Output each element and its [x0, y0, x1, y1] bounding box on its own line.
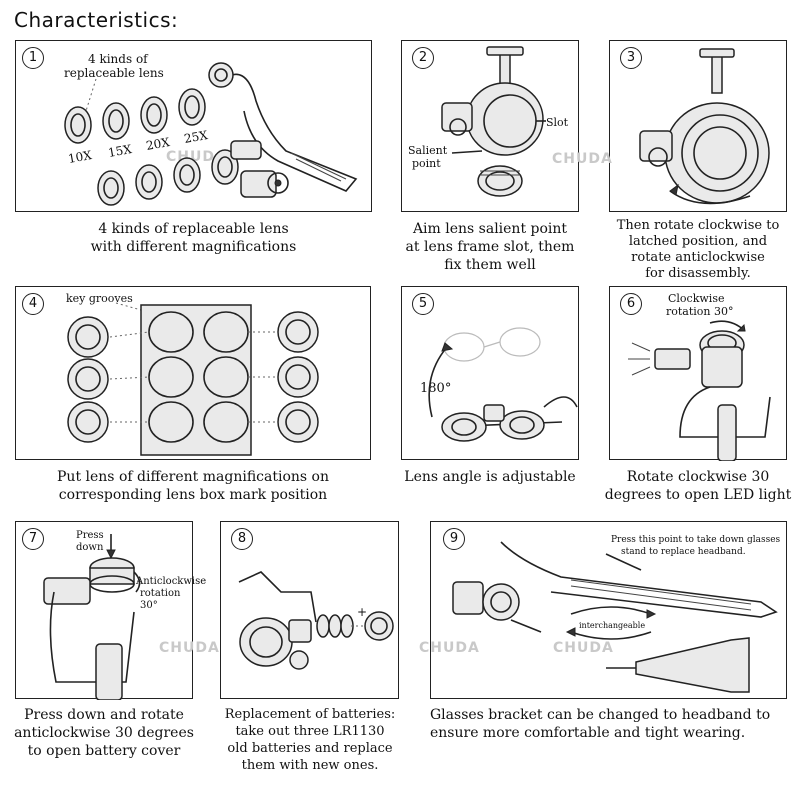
caption-1-line1: 4 kinds of replaceable lens: [98, 221, 289, 237]
caption-2-line1: Aim lens salient point: [412, 221, 568, 237]
caption-2-line2: at lens frame slot, them: [405, 239, 575, 255]
press-point-label-line2: stand to replace headband.: [621, 547, 746, 557]
caption-5: Lens angle is adjustable: [395, 468, 585, 486]
caption-7: Press down and rotate anticlockwise 30 d…: [4, 706, 204, 760]
step-number: 6: [620, 293, 642, 315]
caption-4-line1: Put lens of different magnifications on: [57, 469, 329, 485]
watermark: CHUDA: [553, 640, 614, 656]
battery-cover-illustration: [43, 534, 141, 700]
panel-1: 1 4 kinds of replaceable lens 10X 15X 20…: [15, 40, 372, 212]
caption-9: Glasses bracket can be changed to headba…: [430, 706, 787, 742]
watermark: CHUDA: [159, 640, 220, 656]
caption-3-line1: Then rotate clockwise to: [616, 218, 780, 233]
led-rotate-illustration: [628, 320, 771, 461]
panel-8: 8 CHUDA +: [159, 521, 399, 699]
caption-8-line4: them with new ones.: [241, 758, 379, 773]
watermark: CHUDA: [419, 640, 480, 656]
caption-9-line2: ensure more comfortable and tight wearin…: [430, 725, 746, 741]
caption-2: Aim lens salient point at lens frame slo…: [395, 220, 585, 274]
caption-4: Put lens of different magnifications on …: [15, 468, 371, 504]
anti-label-line2: rotation 30°: [140, 588, 181, 611]
caption-6-line2: degrees to open LED light: [604, 487, 792, 503]
clockwise-label-line1: Clockwise: [668, 292, 725, 305]
battery-replacement-illustration: [238, 571, 394, 670]
plus-label: +: [357, 605, 368, 619]
caption-2-line3: fix them well: [444, 257, 536, 273]
watermark: CHUDA: [552, 151, 613, 167]
lens-angle-illustration: [428, 327, 578, 442]
panel-6: 6 Clockwise rotation 30°: [609, 286, 787, 461]
step-number: 7: [22, 528, 44, 550]
caption-8: Replacement of batteries: take out three…: [210, 706, 410, 774]
press-label-line2: down: [76, 542, 104, 553]
panel-2: 2 Slot Salient point: [401, 40, 579, 212]
panel-5: 5 180°: [401, 286, 579, 460]
slot-label: Slot: [546, 116, 569, 129]
caption-7-line1: Press down and rotate: [24, 707, 184, 723]
caption-5-line1: Lens angle is adjustable: [404, 469, 576, 485]
caption-8-line1: Replacement of batteries:: [224, 707, 396, 722]
step-number: 1: [22, 47, 44, 69]
panel-7: 7 Press down Anticlockwise rotation 30°: [15, 521, 206, 700]
caption-4-line2: corresponding lens box mark position: [58, 487, 328, 503]
key-grooves-label: key grooves: [66, 292, 133, 305]
caption-7-line2: anticlockwise 30 degrees: [14, 725, 194, 741]
caption-6-line1: Rotate clockwise 30: [626, 469, 770, 485]
panel-3: 3 CHUDA: [552, 40, 787, 212]
caption-1-line2: with different magnifications: [90, 239, 297, 255]
step-number: 4: [22, 293, 44, 315]
caption-6: Rotate clockwise 30 degrees to open LED …: [600, 468, 796, 504]
caption-7-line3: to open battery cover: [27, 743, 181, 759]
panel-4: 4 key grooves: [15, 286, 371, 460]
caption-3-line2: latched position, and: [628, 234, 768, 249]
step-number: 9: [443, 528, 465, 550]
step-number: 8: [231, 528, 253, 550]
caption-3-line4: for disassembly.: [645, 266, 751, 281]
caption-9-line1: Glasses bracket can be changed to headba…: [430, 707, 771, 723]
clockwise-label-line2: rotation 30°: [666, 305, 734, 318]
lens-label-line1: 4 kinds of: [88, 52, 148, 66]
panel-9: 9 Press this point to take down glasses …: [419, 521, 787, 699]
step-number: 2: [412, 47, 434, 69]
interchangeable-label: interchangeable: [579, 621, 646, 630]
salient-label-line1: Salient: [408, 144, 448, 157]
lens-box-illustration: [67, 302, 319, 456]
caption-8-line2: take out three LR1130: [235, 724, 385, 739]
lens-label-line2: replaceable lens: [64, 66, 164, 80]
press-label-line1: Press: [76, 530, 104, 541]
salient-label-line2: point: [412, 157, 441, 170]
caption-8-line3: old batteries and replace: [227, 741, 393, 756]
lens-set-illustration: [64, 62, 358, 206]
press-point-label-line1: Press this point to take down glasses: [611, 535, 781, 545]
caption-3-line3: rotate anticlockwise: [631, 250, 765, 265]
step-number: 3: [620, 47, 642, 69]
angle-label: 180°: [420, 381, 452, 396]
caption-3: Then rotate clockwise to latched positio…: [600, 218, 796, 282]
headband-swap-illustration: [452, 541, 778, 693]
caption-1: 4 kinds of replaceable lens with differe…: [15, 220, 372, 256]
lens-rotate-illustration: [639, 48, 770, 205]
step-number: 5: [412, 293, 434, 315]
lens-alignment-illustration: [441, 46, 546, 197]
page-title: Characteristics:: [14, 8, 179, 32]
anti-label-line1: Anticlockwise: [136, 576, 207, 587]
